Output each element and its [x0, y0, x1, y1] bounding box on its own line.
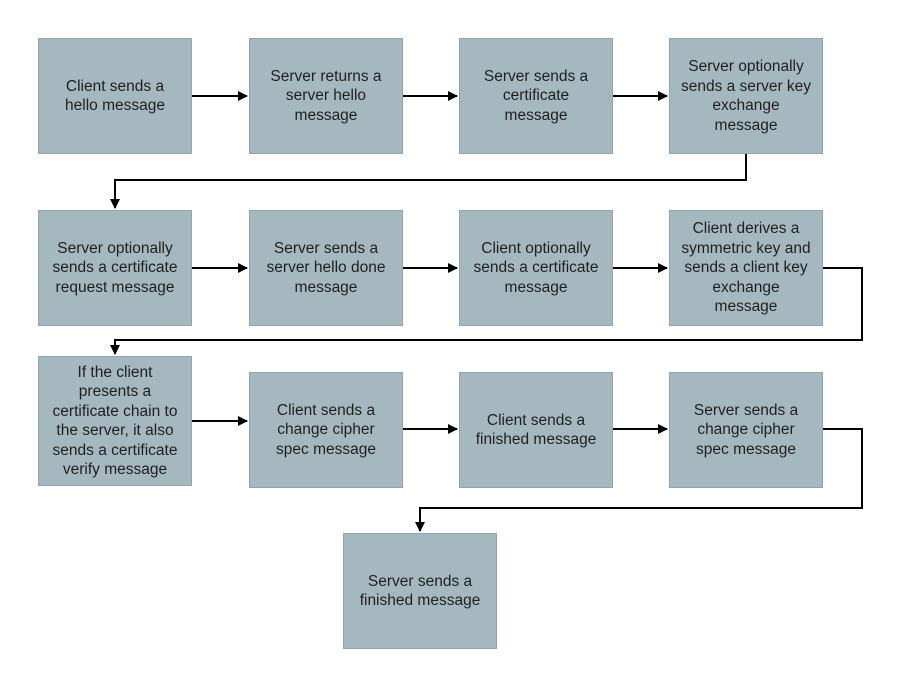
step-client-finished: Client sends a finished message	[459, 372, 613, 488]
step-certificate-request: Server optionally sends a certificate re…	[38, 210, 192, 326]
step-server-hello-done: Server sends a server hello done message	[249, 210, 403, 326]
step-client-key-exchange: Client derives a symmetric key and sends…	[669, 210, 823, 326]
step-label: Client optionally sends a certificate me…	[473, 239, 599, 296]
step-server-change-cipher-spec: Server sends a change cipher spec messag…	[669, 372, 823, 488]
arrow-4-5	[110, 154, 747, 209]
step-label: Server optionally sends a server key exc…	[680, 58, 812, 134]
step-server-hello: Server returns a server hello message	[249, 38, 403, 154]
step-label: Server returns a server hello message	[270, 67, 382, 124]
step-label: Server sends a change cipher spec messag…	[693, 401, 799, 458]
step-client-hello: Client sends a hello message	[38, 38, 192, 154]
step-label: Client sends a change cipher spec messag…	[276, 401, 376, 458]
step-label: Client sends a hello message	[65, 77, 165, 115]
step-client-certificate: Client optionally sends a certificate me…	[459, 210, 613, 326]
arrow-8-9	[110, 267, 863, 355]
step-certificate-verify: If the client presents a certificate cha…	[38, 356, 192, 486]
step-label: Server optionally sends a certificate re…	[52, 239, 178, 296]
step-label: Client sends a finished message	[475, 411, 597, 449]
step-server-finished: Server sends a finished message	[343, 533, 497, 649]
step-label: Server sends a server hello done message	[266, 239, 386, 296]
step-server-certificate: Server sends a certificate message	[459, 38, 613, 154]
step-label: Server sends a finished message	[359, 572, 481, 610]
step-label: Server sends a certificate message	[483, 67, 589, 124]
step-server-key-exchange: Server optionally sends a server key exc…	[669, 38, 823, 154]
step-label: Client derives a symmetric key and sends…	[681, 220, 811, 316]
step-label: If the client presents a certificate cha…	[52, 363, 178, 479]
step-client-change-cipher-spec: Client sends a change cipher spec messag…	[249, 372, 403, 488]
arrow-12-13	[415, 428, 863, 532]
